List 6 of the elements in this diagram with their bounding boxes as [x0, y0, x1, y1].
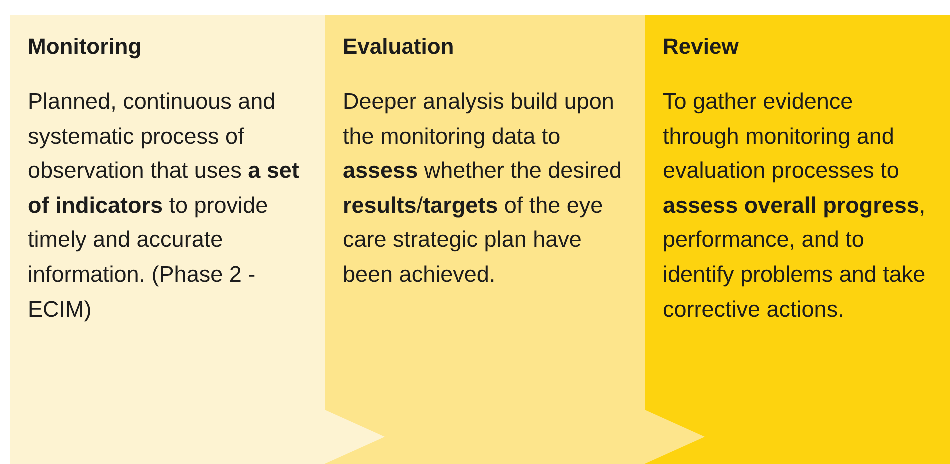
panel-heading: Evaluation	[343, 33, 456, 61]
panel-description: To gather evidence through monitoring and evaluation processes to assess overall progress, performance, and to identify problems and take corrective actions.	[663, 88, 927, 324]
panel-heading: Monitoring	[28, 33, 143, 61]
panel-heading: Review	[663, 33, 740, 61]
panel-description: Planned, continuous and systematic process of observation that uses a set of indicators to provide timely and accurate information. (Phase 2 - ECIM)	[28, 88, 300, 324]
panel-description: Deeper analysis build upon the monitoring data to assess whether the desired results/targets of the eye care strategic plan have been achieved.	[343, 88, 623, 289]
